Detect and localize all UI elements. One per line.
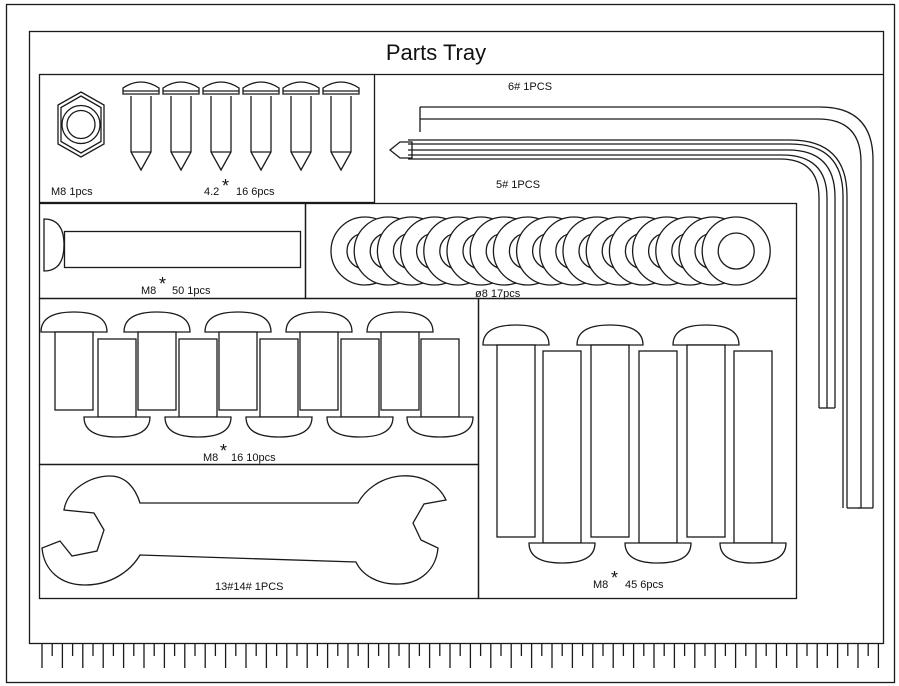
bolts-16-group [40, 311, 474, 438]
compartment-nut-screws [38, 73, 376, 204]
bolt-icon [40, 311, 108, 411]
bolt-icon [83, 338, 151, 438]
bolt-icon [285, 311, 353, 411]
screw-rest-label: 16 6pcs [236, 186, 275, 198]
wrench-icon [41, 475, 447, 586]
screw-icon [122, 81, 160, 172]
washers-group [330, 216, 771, 286]
labels: M8 1pcs 4.2 * 16 6pcs 6# 1PCS 5# 1PCS M8… [51, 81, 664, 593]
bolt-icon [204, 311, 272, 411]
bolt-icon [164, 338, 232, 438]
bolt-icon [719, 350, 787, 564]
bolt45-rest-label: 45 6pcs [625, 579, 664, 591]
compartment-bolt45 [477, 297, 798, 600]
bolt16-star: * [220, 441, 227, 461]
bolt-icon [406, 338, 474, 438]
bolt45-star: * [611, 568, 618, 588]
screw-size-label: 4.2 [204, 186, 219, 198]
screw-icon [282, 81, 320, 172]
bolt-icon [672, 324, 740, 538]
outer-frame [5, 3, 896, 684]
screw-star: * [222, 176, 229, 196]
bolt16-rest-label: 16 10pcs [231, 452, 276, 464]
bolt-icon [123, 311, 191, 411]
long-key-label: 6# 1PCS [508, 81, 552, 93]
short-key-label: 5# 1PCS [496, 179, 540, 191]
bolt-icon [624, 350, 692, 564]
screw-icon [322, 81, 360, 172]
screw-icon [162, 81, 200, 172]
allen-key-long-icon [419, 106, 874, 509]
bolt50-rest-label: 50 1pcs [172, 285, 211, 297]
bolt-icon [326, 338, 394, 438]
bolt-icon [528, 350, 596, 564]
tray-frame [28, 30, 885, 645]
bolt-icon [482, 324, 550, 538]
bolt-icon [245, 338, 313, 438]
bolt-50-icon [43, 218, 302, 272]
hex-nut-label: M8 1pcs [51, 186, 93, 198]
washer-icon [701, 216, 771, 286]
screws-group [122, 81, 360, 172]
bolt45-size-label: M8 [593, 579, 608, 591]
bolt-icon [366, 311, 434, 411]
tray-title: Parts Tray [386, 40, 486, 65]
wrench-label: 13#14# 1PCS [215, 581, 284, 593]
washers-label: ø8 17pcs [475, 288, 521, 300]
screw-icon [242, 81, 280, 172]
compartment-wrench [38, 463, 480, 600]
compartments [38, 73, 883, 600]
bolt-icon [576, 324, 644, 538]
bolt50-size-label: M8 [141, 285, 156, 297]
ruler-ticks [41, 644, 880, 668]
allen-key-short-icon [388, 139, 848, 508]
bolt16-size-label: M8 [203, 452, 218, 464]
hex-nut-icon [57, 91, 105, 158]
bolt50-star: * [159, 274, 166, 294]
screw-icon [202, 81, 240, 172]
bolts-45-group [482, 324, 787, 564]
